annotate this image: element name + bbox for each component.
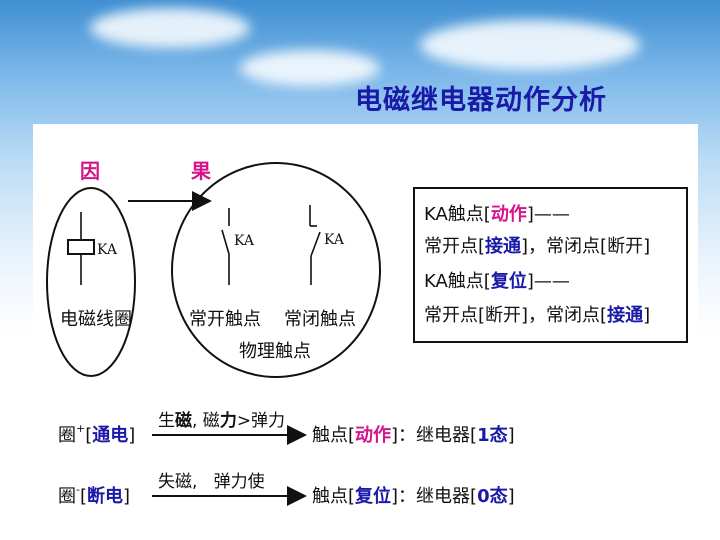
coil-symbol [67,239,95,255]
cloud [420,20,640,70]
contact-ellipse [171,162,381,378]
info-line-2: 常开点[接通]，常闭点[断开] [424,235,650,257]
coil-ellipse [46,187,136,377]
row2-arrow-text: 失磁, 弹力使 [158,471,265,492]
coil-label: 电磁线圈 [60,309,132,330]
no-contact-ka-label: KA [234,233,255,249]
row1-result: 触点[动作]：继电器[1态] [312,424,515,446]
cloud [90,8,250,48]
info-line-4: 常开点[断开]，常闭点[接通] [424,304,650,326]
page-title: 电磁继电器动作分析 [355,85,607,116]
cause-label: 因 [80,159,100,183]
info-box [413,187,688,343]
row1-start: 圈+[通电] [58,422,135,446]
physical-contact-label: 物理触点 [239,341,311,362]
info-line-1: KA触点[动作]—— [424,203,570,225]
row1-arrow-text: 生磁, 磁力>弹力 [158,410,285,431]
no-contact-label: 常开触点 [189,309,261,330]
info-line-3: KA触点[复位]—— [424,270,570,292]
cloud [240,50,380,86]
row2-start: 圈-[断电] [58,483,130,507]
no-contact-blade [221,229,230,255]
nc-contact-blade [310,231,321,257]
effect-label: 果 [191,159,211,183]
coil-ka-label: KA [97,242,118,258]
nc-contact-ka-label: KA [324,232,345,248]
row2-result: 触点[复位]：继电器[0态] [312,485,515,507]
nc-contact-label: 常闭触点 [284,309,356,330]
